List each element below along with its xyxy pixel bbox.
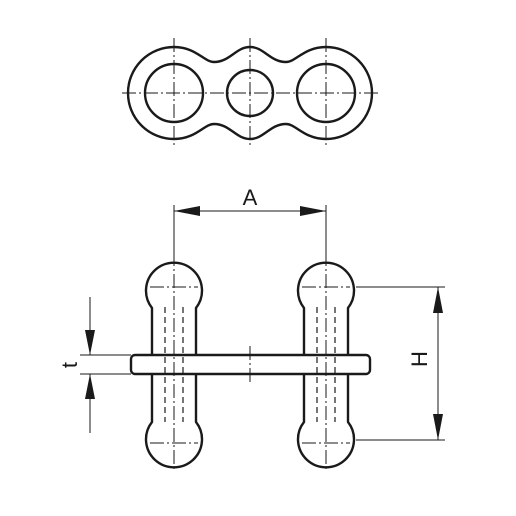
dim-t-arrow-bottom [85, 374, 95, 399]
dimension-a: A [173, 185, 327, 258]
dimension-h: H [356, 286, 445, 441]
dim-t-label: t [57, 362, 82, 368]
dim-a-arrow-right [300, 206, 326, 216]
dim-h-arrow-bottom [433, 414, 443, 440]
dim-h-label: H [407, 351, 432, 367]
dim-t-arrow-top [85, 330, 95, 355]
top-view [122, 38, 378, 148]
right-post [296, 261, 356, 469]
dimension-t: t [57, 297, 131, 433]
left-post [144, 261, 204, 469]
dim-a-arrow-left [174, 206, 200, 216]
dim-h-arrow-top [433, 287, 443, 313]
dim-a-label: A [243, 185, 258, 210]
front-view [129, 252, 372, 470]
